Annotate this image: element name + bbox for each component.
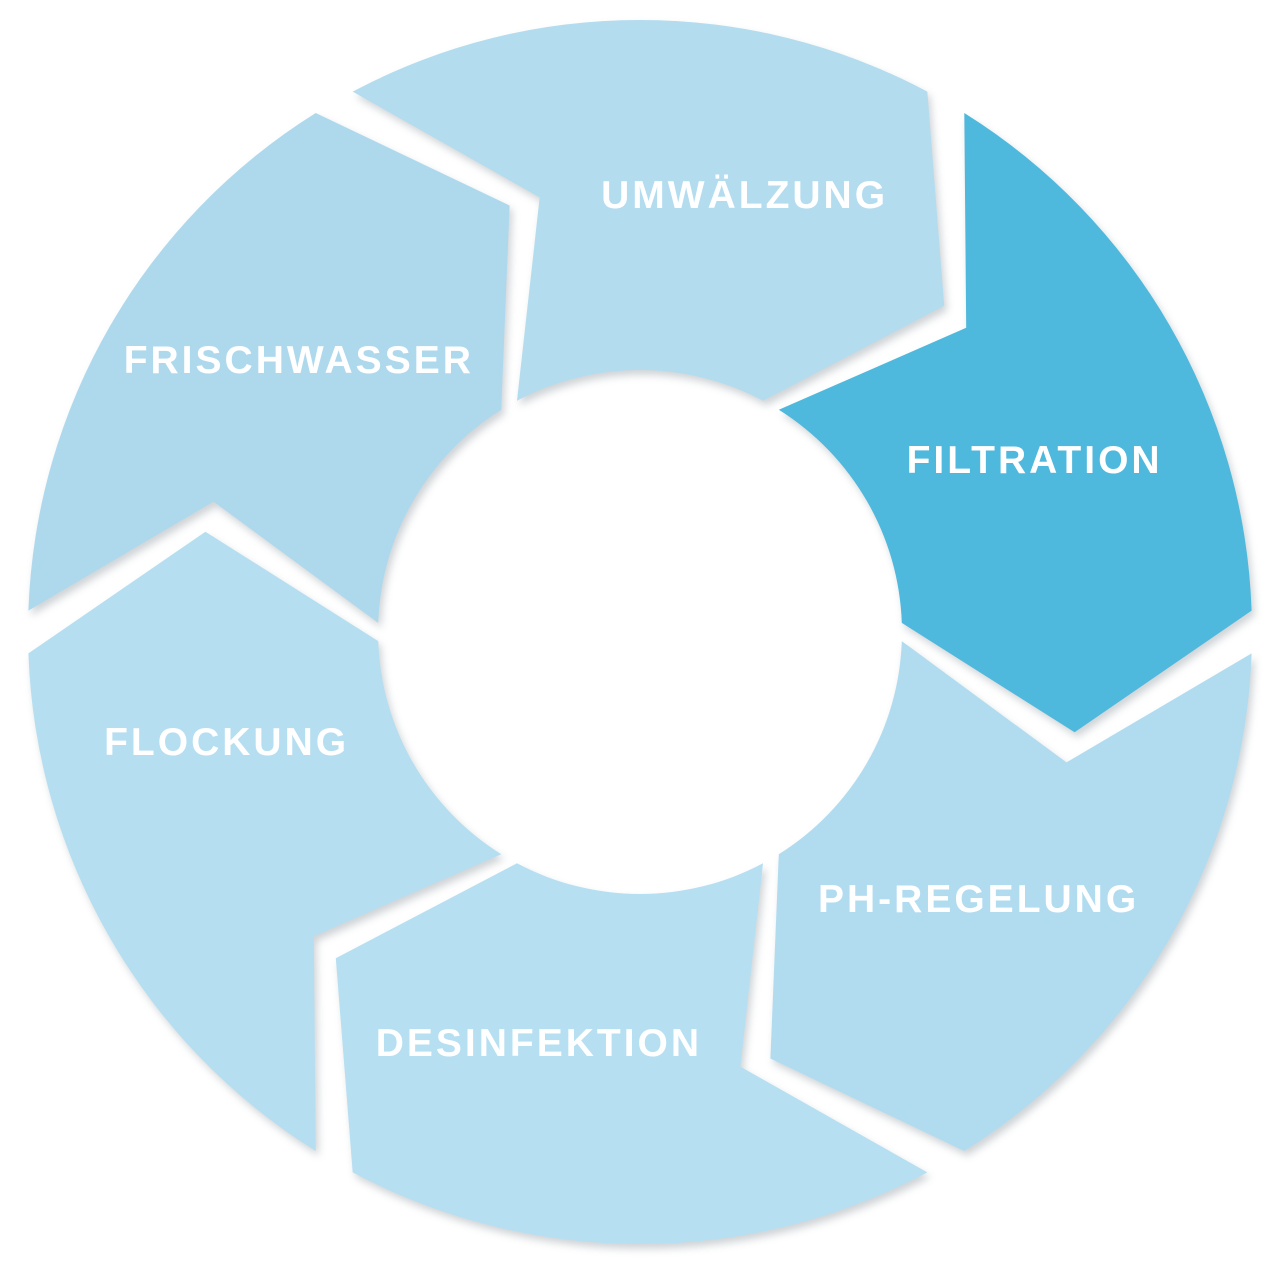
segment-frischwasser	[28, 113, 510, 623]
segment-label-frischwasser: FRISCHWASSER	[123, 338, 474, 382]
segment-label-desinfektion: DESINFEKTION	[375, 1021, 703, 1065]
segment-ph-regelung	[770, 641, 1252, 1151]
segment-label-flockung: FLOCKUNG	[104, 720, 350, 764]
segment-label-ph-regelung: PH-REGELUNG	[818, 878, 1140, 922]
segment-desinfektion	[335, 863, 928, 1245]
segment-label-filtration: FILTRATION	[906, 439, 1163, 483]
segment-umwaelzung	[352, 19, 945, 401]
segment-filtration-highlighted	[778, 113, 1252, 733]
segment-flockung	[28, 531, 502, 1151]
segment-label-umwaelzung: UMWÄLZUNG	[601, 174, 889, 218]
